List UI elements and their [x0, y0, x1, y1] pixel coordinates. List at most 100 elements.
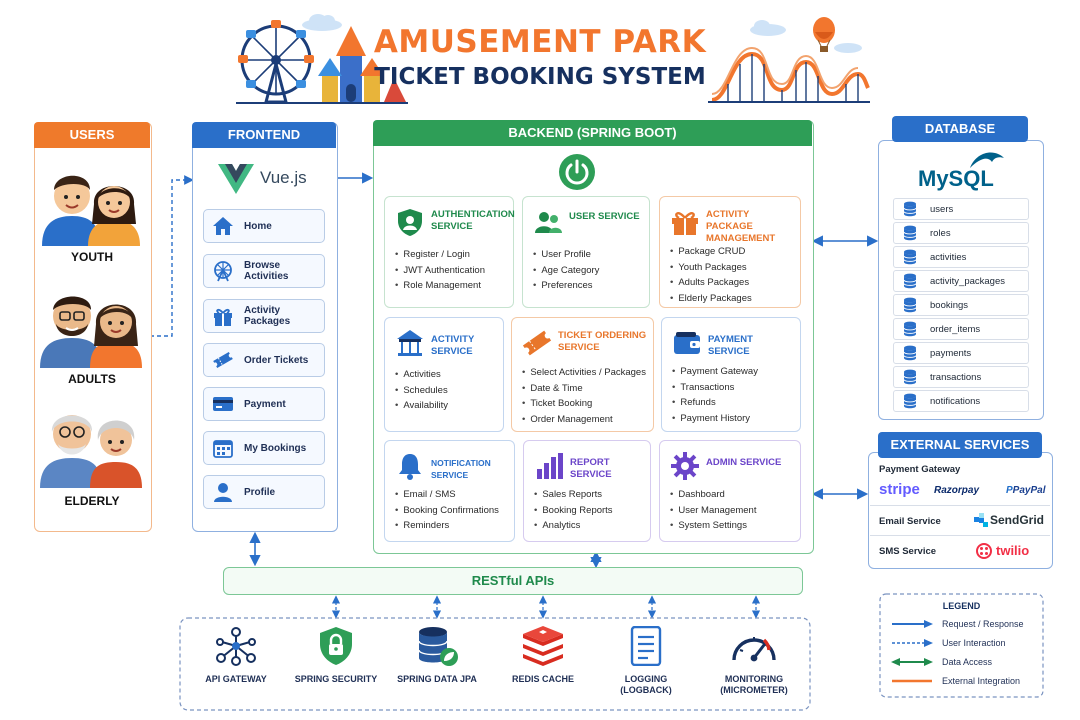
service-items: Activities Schedules Availability [395, 367, 448, 414]
page-subtitle: TICKET BOOKING SYSTEM [374, 64, 706, 90]
redis-icon [523, 626, 563, 666]
service-title: ADMIN SERVICE [706, 457, 782, 468]
service-card-activity-package-management[interactable]: ACTIVITY PACKAGE MANAGEMENT Package CRUD… [659, 196, 801, 308]
nav-label: Payment [244, 398, 286, 410]
service-item: Email / SMS [395, 487, 499, 503]
legend-label: External Integration [942, 676, 1021, 686]
service-item: Analytics [534, 518, 613, 534]
bar-chart-icon [537, 453, 563, 479]
database-icon [903, 249, 917, 265]
db-table-row[interactable]: users [893, 198, 1029, 220]
nav-item-activity-packages[interactable]: Activity Packages [203, 299, 325, 333]
lock-shield-icon [320, 627, 352, 665]
db-table-name: activities [930, 251, 967, 263]
service-card-admin[interactable]: ADMIN SERVICE Dashboard User Management … [659, 440, 801, 542]
service-title: REPORT SERVICE [570, 457, 612, 480]
service-item: Refunds [672, 395, 758, 411]
sendgrid-logo: SendGrid [990, 513, 1045, 527]
nav-item-home[interactable]: Home [203, 209, 325, 243]
database-icon [903, 201, 917, 217]
service-item: Ticket Booking [522, 396, 646, 412]
infra-monitoring[interactable]: MONITORING (MICROMETER) [694, 626, 814, 696]
infrastructure-panel [179, 617, 811, 711]
service-items: Payment Gateway Transactions Refunds Pay… [672, 364, 758, 426]
nav-item-browse-activities[interactable]: Browse Activities [203, 254, 325, 288]
service-title: ACTIVITY SERVICE [431, 334, 475, 357]
twilio-logo: twilio [996, 543, 1030, 558]
infra-spring-security[interactable]: SPRING SECURITY [276, 626, 396, 685]
twilio-icon [976, 543, 992, 559]
vue-logo-icon [218, 164, 254, 194]
db-table-row[interactable]: transactions [893, 366, 1029, 388]
home-icon [213, 217, 233, 235]
cloud-icon [302, 14, 342, 31]
service-card-payment[interactable]: PAYMENT SERVICE Payment Gateway Transact… [661, 317, 801, 432]
divider [870, 535, 1050, 536]
infra-label: SPRING SECURITY [294, 674, 378, 684]
db-table-name: activity_packages [930, 275, 1005, 287]
db-table-row[interactable]: activities [893, 246, 1029, 268]
external-services-panel [868, 452, 1053, 569]
infra-api-gateway[interactable]: API GATEWAY [176, 626, 296, 685]
nav-label: Activity Packages [244, 305, 291, 327]
service-item: Elderly Packages [670, 291, 751, 307]
legend-item-external-integration: External Integration [890, 674, 1040, 688]
frontend-header: FRONTEND [192, 122, 336, 148]
database-icon [903, 321, 917, 337]
service-title: TICKET ORDERING SERVICE [558, 330, 647, 353]
infra-label: MONITORING (MICROMETER) [720, 674, 788, 695]
db-table-row[interactable]: activity_packages [893, 270, 1029, 292]
service-card-ticket-ordering[interactable]: TICKET ORDERING SERVICE Select Activitie… [511, 317, 654, 432]
service-card-report[interactable]: REPORT SERVICE Sales Reports Booking Rep… [523, 440, 651, 542]
database-header: DATABASE [892, 116, 1028, 142]
infra-logging[interactable]: LOGGING (LOGBACK) [586, 626, 706, 696]
service-items: Sales Reports Booking Reports Analytics [534, 487, 613, 534]
service-item: Age Category [533, 263, 599, 279]
bell-icon [399, 454, 421, 480]
external-services-header: EXTERNAL SERVICES [878, 432, 1042, 458]
nav-item-payment[interactable]: Payment [203, 387, 325, 421]
user-interaction-arrow [150, 175, 194, 337]
nav-label: Browse Activities [244, 260, 289, 282]
service-item: Sales Reports [534, 487, 613, 503]
db-table-name: bookings [930, 299, 969, 311]
razorpay-logo: Razorpay [934, 485, 980, 496]
db-table-row[interactable]: order_items [893, 318, 1029, 340]
nav-item-profile[interactable]: Profile [203, 475, 325, 509]
service-item: Booking Confirmations [395, 503, 499, 519]
nav-item-my-bookings[interactable]: My Bookings [203, 431, 325, 465]
db-table-name: roles [930, 227, 951, 239]
gift-icon [214, 308, 232, 326]
divider [870, 505, 1050, 506]
service-item: Payment History [672, 411, 758, 427]
db-table-row[interactable]: roles [893, 222, 1029, 244]
paypal-logo: PPayPal [1006, 485, 1046, 496]
service-item: Date & Time [522, 381, 646, 397]
service-title: ACTIVITY PACKAGE MANAGEMENT [706, 209, 776, 244]
service-card-user[interactable]: USER SERVICE User Profile Age Category P… [522, 196, 650, 308]
infra-label: REDIS CACHE [511, 674, 574, 684]
db-table-row[interactable]: payments [893, 342, 1029, 364]
service-title: USER SERVICE [569, 211, 640, 222]
restful-api-bar[interactable] [223, 567, 803, 595]
infra-redis-cache[interactable]: REDIS CACHE [483, 626, 603, 685]
gift-icon [672, 212, 698, 235]
legend-label: Request / Response [942, 619, 1024, 629]
db-table-row[interactable]: bookings [893, 294, 1029, 316]
nav-item-order-tickets[interactable]: Order Tickets [203, 343, 325, 377]
database-icon [903, 273, 917, 289]
infra-spring-data-jpa[interactable]: SPRING DATA JPA [377, 626, 497, 685]
service-title: NOTIFICATION SERVICE [431, 458, 491, 480]
service-item: Reminders [395, 518, 499, 534]
legend-panel [879, 593, 1044, 698]
youth-avatar [42, 175, 140, 246]
legend-label: Data Access [942, 657, 993, 667]
shield-user-icon [398, 209, 422, 236]
db-table-row[interactable]: notifications [893, 390, 1029, 412]
service-card-notification[interactable]: NOTIFICATION SERVICE Email / SMS Booking… [384, 440, 515, 542]
service-card-activity[interactable]: ACTIVITY SERVICE Activities Schedules Av… [384, 317, 504, 432]
adults-avatar [40, 296, 142, 368]
legend-item-data-access: Data Access [890, 655, 1040, 669]
service-card-authentication[interactable]: AUTHENTICATION SERVICE Register / Login … [384, 196, 515, 308]
